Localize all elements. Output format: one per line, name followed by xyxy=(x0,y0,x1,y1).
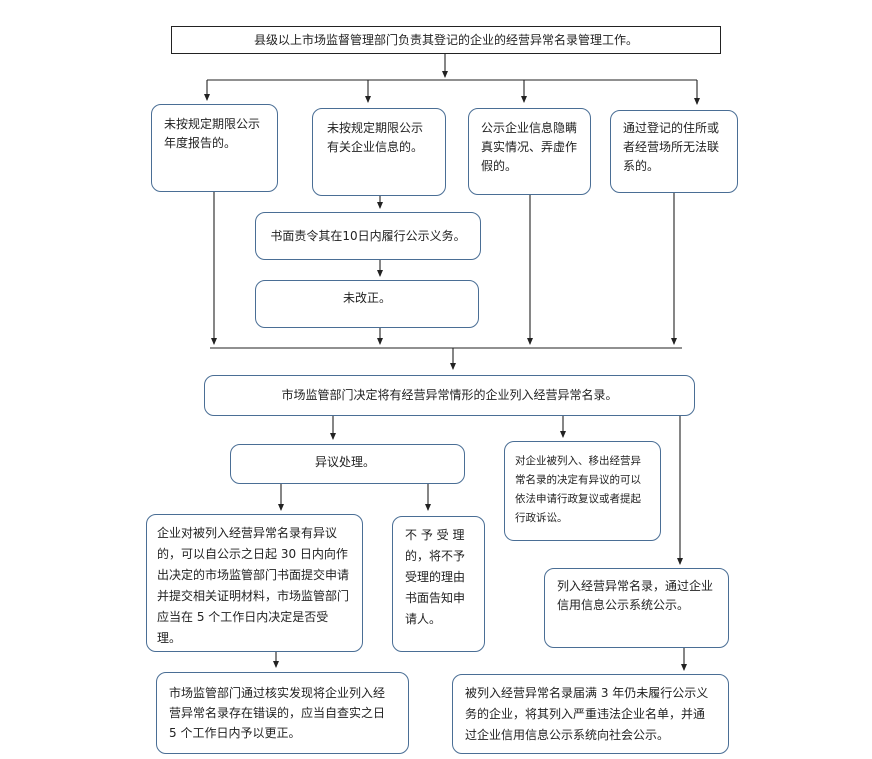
node-case-enterprise-info-text: 未按规定期限公示有关企业信息的。 xyxy=(327,121,424,154)
node-not-accepted: 不 予 受 理的，将不予受理的理由书面告知申请人。 xyxy=(392,516,485,652)
node-top: 县级以上市场监督管理部门负责其登记的企业的经营异常名录管理工作。 xyxy=(171,26,721,54)
node-review-litigation: 对企业被列入、移出经营异常名录的决定有异议的可以依法申请行政复议或者提起行政诉讼… xyxy=(504,441,661,541)
node-review-litigation-text: 对企业被列入、移出经营异常名录的决定有异议的可以依法申请行政复议或者提起行政诉讼… xyxy=(515,455,641,524)
node-correction: 市场监管部门通过核实发现将企业列入经营异常名录存在错误的，应当自查实之日 5 个… xyxy=(156,672,409,754)
node-objection: 异议处理。 xyxy=(230,444,465,484)
node-order-10-days-text: 书面责令其在10日内履行公示义务。 xyxy=(270,228,466,243)
node-serious-violation: 被列入经营异常名录届满 3 年仍未履行公示义务的企业，将其列入严重违法企业名单，… xyxy=(452,674,729,754)
node-objection-text: 异议处理。 xyxy=(315,455,376,469)
node-case-unreachable-text: 通过登记的住所或者经营场所无法联系的。 xyxy=(623,121,720,173)
node-order-10-days: 书面责令其在10日内履行公示义务。 xyxy=(255,212,481,260)
node-case-enterprise-info: 未按规定期限公示有关企业信息的。 xyxy=(312,108,446,196)
node-not-corrected-text: 未改正。 xyxy=(342,291,391,305)
node-correction-text: 市场监管部门通过核实发现将企业列入经营异常名录存在错误的，应当自查实之日 5 个… xyxy=(169,686,386,740)
node-objection-application-text: 企业对被列入经营异常名录有异议的，可以自公示之日起 30 日内向作出决定的市场监… xyxy=(157,526,350,645)
node-case-annual-report-text: 未按规定期限公示年度报告的。 xyxy=(164,117,261,150)
node-publish-list-text: 列入经营异常名录，通过企业信用信息公示系统公示。 xyxy=(557,579,714,612)
node-decide-list-text: 市场监管部门决定将有经营异常情形的企业列入经营异常名录。 xyxy=(281,388,618,402)
node-not-accepted-text: 不 予 受 理的，将不予受理的理由书面告知申请人。 xyxy=(405,528,466,626)
node-objection-application: 企业对被列入经营异常名录有异议的，可以自公示之日起 30 日内向作出决定的市场监… xyxy=(146,514,363,652)
node-decide-list: 市场监管部门决定将有经营异常情形的企业列入经营异常名录。 xyxy=(204,375,695,416)
node-case-annual-report: 未按规定期限公示年度报告的。 xyxy=(151,104,278,192)
node-top-text: 县级以上市场监督管理部门负责其登记的企业的经营异常名录管理工作。 xyxy=(253,32,638,47)
node-serious-violation-text: 被列入经营异常名录届满 3 年仍未履行公示义务的企业，将其列入严重违法企业名单，… xyxy=(465,686,709,742)
node-case-false-info: 公示企业信息隐瞒真实情况、弄虚作假的。 xyxy=(468,108,591,195)
node-case-false-info-text: 公示企业信息隐瞒真实情况、弄虚作假的。 xyxy=(481,121,578,173)
node-case-unreachable: 通过登记的住所或者经营场所无法联系的。 xyxy=(610,110,738,193)
node-not-corrected: 未改正。 xyxy=(255,280,479,328)
node-publish-list: 列入经营异常名录，通过企业信用信息公示系统公示。 xyxy=(544,568,729,648)
